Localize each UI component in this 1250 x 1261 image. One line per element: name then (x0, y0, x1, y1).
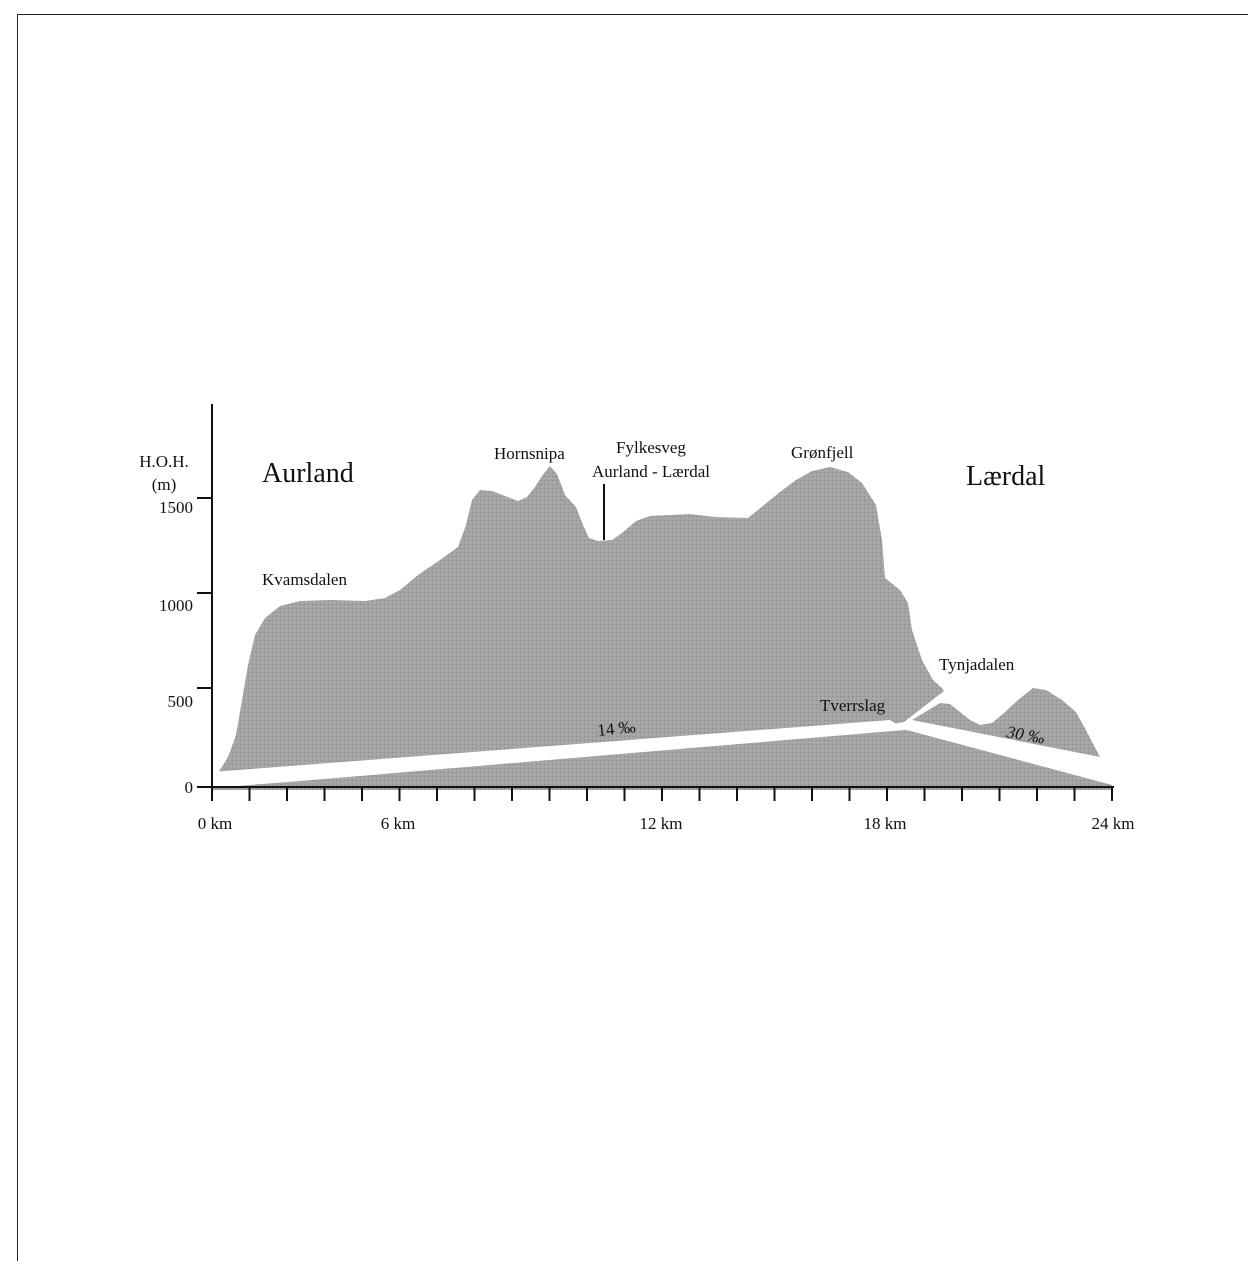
label-gradient-main: 14 ‰ (596, 717, 636, 740)
main-tunnel (212, 720, 905, 788)
x-tick-label: 24 km (1092, 814, 1135, 833)
y-tick-label: 500 (168, 692, 194, 711)
tynjadalen-hill (912, 688, 1100, 757)
x-tick-label: 0 km (198, 814, 232, 833)
label-kvamsdalen: Kvamsdalen (262, 570, 347, 589)
side-tunnel (897, 722, 1112, 775)
y-tick-label: 1500 (159, 498, 193, 517)
label-hornsnipa: Hornsnipa (494, 444, 565, 463)
label-tynjadalen: Tynjadalen (939, 655, 1015, 674)
page-frame (17, 14, 1248, 1261)
y-tick-label: 1000 (159, 596, 193, 615)
y-axis-label-line2: (m) (152, 475, 177, 494)
label-fylkesveg-road: Aurland - Lærdal (592, 462, 710, 481)
label-laerdal: Lærdal (966, 461, 1046, 492)
terrain-profile (212, 466, 1112, 790)
x-tick-label: 18 km (864, 814, 907, 833)
label-gronfjell: Grønfjell (791, 443, 854, 462)
label-aurland: Aurland (262, 458, 354, 489)
y-tick-label: 0 (185, 778, 194, 797)
label-tverrslag: Tverrslag (820, 696, 886, 715)
y-axis-label-line1: H.O.H. (139, 452, 189, 471)
x-tick-label: 6 km (381, 814, 415, 833)
x-tick-label: 12 km (640, 814, 683, 833)
label-fylkesveg: Fylkesveg (616, 438, 686, 457)
